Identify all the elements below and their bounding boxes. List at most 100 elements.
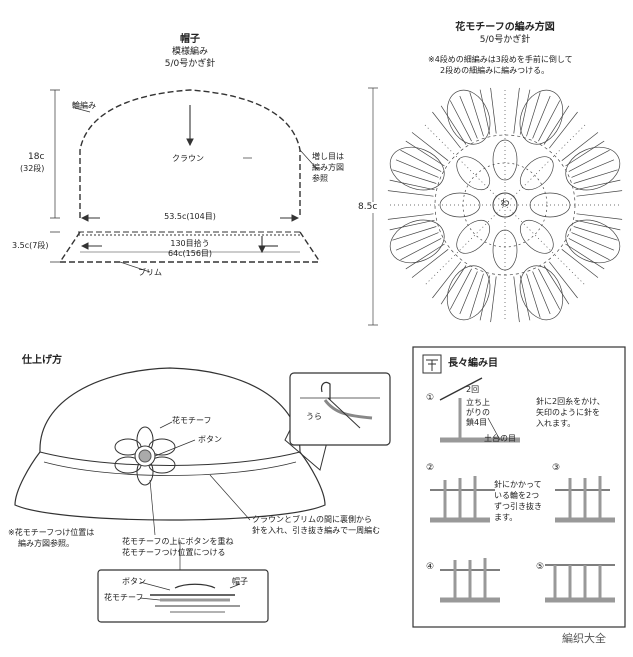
motif-stitch-mark bbox=[576, 190, 623, 197]
motif-stitch-mark bbox=[449, 268, 472, 310]
motif-stitch-mark bbox=[392, 169, 437, 184]
motif-stitch-mark bbox=[576, 213, 623, 220]
motif-stitch-mark bbox=[411, 132, 449, 161]
motif-stitch-mark bbox=[395, 159, 439, 178]
motif-stitch-mark bbox=[469, 92, 484, 137]
motif-outer-petal bbox=[446, 265, 491, 321]
motif-stitch-mark bbox=[532, 95, 551, 139]
motif-center-ring: わ bbox=[500, 199, 510, 209]
motif-stitch-mark bbox=[565, 140, 605, 167]
step-number-4: ④ bbox=[426, 562, 435, 572]
motif-stitch-mark bbox=[538, 268, 561, 310]
step1-chain-c: 鎖4目 bbox=[466, 418, 488, 427]
motif-stitch-mark bbox=[568, 149, 610, 172]
motif-stitch-mark bbox=[575, 179, 621, 191]
motif-stitch-mark bbox=[479, 89, 491, 135]
motif-stitch-mark bbox=[571, 159, 615, 178]
motif-stitch-mark bbox=[519, 89, 531, 135]
step-number-3: ③ bbox=[552, 463, 561, 473]
motif-height: 8.5c bbox=[358, 202, 378, 213]
motif-stitch-mark bbox=[432, 111, 461, 149]
motif-stitch-mark bbox=[549, 261, 578, 299]
motif-stitch-mark bbox=[400, 149, 442, 172]
motif-stitch-mark bbox=[387, 190, 434, 197]
motif-inner-petal bbox=[456, 219, 491, 254]
step2-text-3: ずつ引き抜き bbox=[494, 502, 542, 511]
motif-stitch-mark bbox=[389, 219, 435, 231]
hat-pattern-stitch: 模様編み bbox=[171, 47, 208, 57]
motif-stitch-mark bbox=[543, 265, 570, 305]
motif-outer-petal bbox=[565, 219, 621, 264]
motif-stitch-mark bbox=[405, 243, 445, 270]
motif-inner-petal bbox=[439, 192, 481, 218]
increase-note-3: 参照 bbox=[312, 174, 328, 183]
motif-stitch-mark bbox=[392, 226, 437, 241]
motif-stitch-mark bbox=[440, 265, 467, 305]
step1-text-3: 入れます。 bbox=[536, 419, 576, 428]
motif-stitch-mark bbox=[575, 219, 621, 231]
motif-inner-petal bbox=[519, 219, 554, 254]
step-number-5: ⑤ bbox=[536, 562, 545, 572]
step2-text-4: ます。 bbox=[494, 513, 518, 522]
motif-outer-petal bbox=[446, 89, 491, 145]
motif-stitch-mark bbox=[459, 271, 478, 315]
motif-stitch-mark bbox=[573, 169, 618, 184]
motif-stitch-mark bbox=[387, 213, 434, 220]
motif-chart-note-2: 2段めの細編みに編みつける。 bbox=[440, 66, 550, 75]
step2-text-2: いる輪を2つ bbox=[494, 491, 540, 500]
motif-stitch-mark bbox=[526, 92, 541, 137]
label-ring-knit: 輪編み bbox=[72, 101, 96, 110]
motif-position-note-1: ※花モチーフつけ位置は bbox=[8, 528, 95, 537]
motif-chart-title: 花モチーフの編み方図 bbox=[455, 22, 555, 33]
motif-stitch-mark bbox=[389, 179, 435, 191]
hat-pattern-schematic bbox=[50, 89, 321, 273]
dim-crown-rows: (32段) bbox=[20, 164, 45, 173]
step1-chain-a: 立ち上 bbox=[466, 398, 490, 407]
motif-stitch-mark bbox=[432, 261, 461, 299]
sew-note-2: 花モチーフつけ位置につける bbox=[122, 548, 226, 557]
motif-stitch-mark bbox=[519, 275, 531, 321]
step1-times: 2回 bbox=[466, 385, 480, 394]
detail-label-motif: 花モチーフ bbox=[104, 593, 144, 602]
label-brim: ブリム bbox=[138, 268, 162, 277]
stitch-guide-title: 長々編み目 bbox=[448, 358, 498, 369]
motif-stitch-mark bbox=[513, 276, 520, 323]
label-crown: クラウン bbox=[172, 154, 204, 163]
motif-outer-petal bbox=[389, 146, 445, 191]
motif-stitch-mark bbox=[543, 105, 570, 145]
label-button: ボタン bbox=[198, 435, 222, 444]
hat-pattern-title: 帽子 bbox=[180, 34, 200, 45]
dim-crown-height: 18c bbox=[28, 152, 45, 162]
hat-pattern-hook: 5/0号かぎ針 bbox=[164, 59, 216, 69]
step1-chain-b: がりの bbox=[466, 408, 490, 417]
watermark: 編织大全 bbox=[562, 632, 606, 645]
finished-hat-drawing bbox=[14, 367, 336, 570]
motif-outer-petal bbox=[389, 219, 445, 264]
step2-text-1: 針にかかって bbox=[494, 480, 542, 489]
motif-stitch-mark bbox=[440, 105, 467, 145]
motif-stitch-mark bbox=[490, 87, 497, 134]
inset-label-ura: うら bbox=[306, 412, 322, 421]
motif-stitch-mark bbox=[449, 100, 472, 142]
motif-stitch-mark bbox=[479, 275, 491, 321]
sew-note-1: 花モチーフの上にボタンを重ね bbox=[122, 537, 234, 546]
motif-stitch-mark bbox=[568, 238, 610, 261]
motif-chart-hook: 5/0号かぎ針 bbox=[479, 35, 531, 45]
motif-stitch-mark bbox=[532, 271, 551, 315]
dim-pickup: 130目拾う bbox=[170, 239, 210, 248]
dim-brim-height: 3.5c(7段) bbox=[12, 241, 49, 250]
motif-stitch-mark bbox=[411, 249, 449, 278]
dim-top-width: 53.5c(104目) bbox=[140, 212, 240, 222]
motif-stitch-mark bbox=[400, 238, 442, 261]
motif-inner-petal bbox=[492, 139, 518, 181]
motif-outer-petal bbox=[519, 265, 564, 321]
motif-stitch-mark bbox=[526, 273, 541, 318]
label-flower-motif: 花モチーフ bbox=[172, 416, 212, 425]
motif-outer-petal bbox=[565, 146, 621, 191]
stitch-guide-frame bbox=[412, 346, 626, 628]
finishing-title: 仕上げ方 bbox=[22, 355, 62, 366]
button-layer-inset bbox=[97, 569, 269, 623]
motif-chart-drawing bbox=[368, 87, 623, 326]
motif-stitch-mark bbox=[405, 140, 445, 167]
